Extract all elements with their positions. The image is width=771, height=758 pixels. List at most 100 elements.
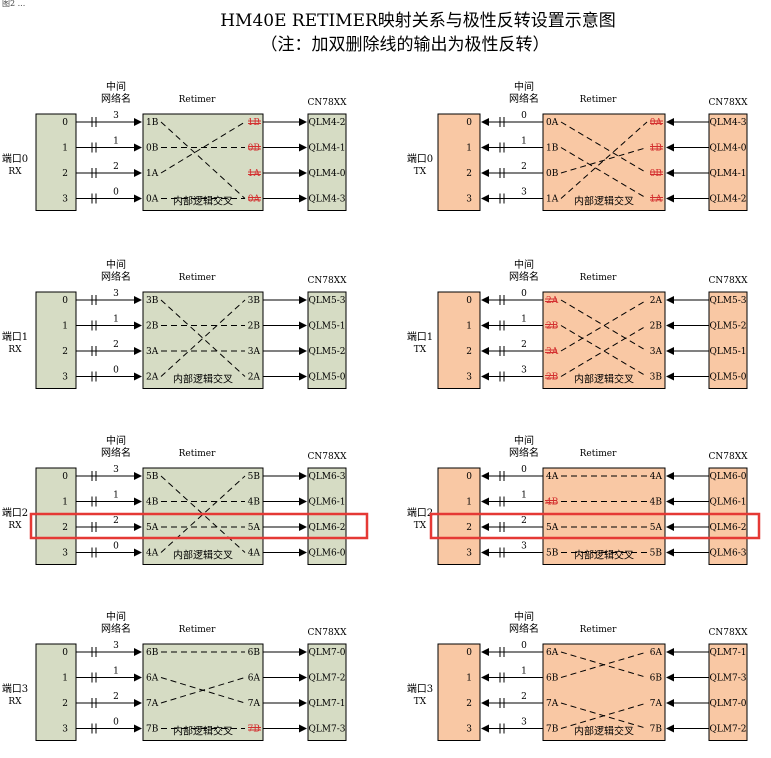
net-name: 2	[521, 692, 527, 702]
pin-label-right: 3B	[650, 373, 663, 383]
cross-line	[160, 299, 246, 377]
net-name: 0	[113, 188, 119, 198]
cross-line	[560, 325, 648, 377]
logic-label: 内部逻辑交叉	[173, 725, 233, 738]
pin-label-left: 6B	[146, 648, 159, 658]
pin-label-right: 5A	[650, 523, 663, 533]
cn78xx-box	[307, 467, 347, 565]
qlm-label: QLM4-0	[709, 144, 746, 154]
pin-label-right: 2B	[650, 322, 663, 332]
lane-number: 3	[62, 195, 68, 205]
retimer-box	[142, 291, 264, 389]
qlm-label: QLM6-2	[308, 523, 345, 533]
lane-number: 2	[62, 169, 68, 179]
pin-label-left: 0A	[546, 118, 559, 128]
middle-net-label2: 网络名	[101, 92, 131, 105]
pin-label-right: 7A	[650, 699, 663, 709]
qlm-label: QLM4-3	[709, 118, 746, 128]
qlm-label: QLM7-1	[308, 699, 345, 709]
pin-label-left: 7B	[146, 725, 159, 735]
retimer-label: Retimer	[179, 449, 216, 459]
port-box	[35, 467, 77, 565]
net-name: 3	[113, 465, 119, 475]
pin-label-left: 4B	[146, 498, 159, 508]
dir-label: RX	[8, 697, 22, 707]
middle-net-label2: 网络名	[509, 446, 539, 459]
qlm-label: QLM5-1	[709, 347, 746, 357]
pin-label-left: 1A	[146, 169, 159, 179]
middle-net-label2: 网络名	[101, 446, 131, 459]
pin-label-right: 4A	[650, 472, 663, 482]
lane-number: 1	[466, 144, 472, 154]
qlm-label: QLM7-1	[709, 648, 746, 658]
retimer-label: Retimer	[580, 273, 617, 283]
net-name: 2	[113, 162, 119, 172]
qlm-label: QLM7-0	[709, 699, 746, 709]
cn78xx-label: CN78XX	[708, 276, 748, 286]
lane-number: 1	[62, 144, 68, 154]
port-box	[437, 113, 481, 211]
port-label: 端口3	[2, 682, 28, 695]
middle-net-label: 中间	[106, 80, 126, 93]
qlm-label: QLM7-0	[308, 648, 345, 658]
port-label: 端口2	[407, 506, 433, 519]
retimer-box	[142, 643, 264, 741]
cross-line	[560, 325, 648, 377]
middle-net-label: 中间	[106, 610, 126, 623]
lane-number: 0	[466, 648, 472, 658]
retimer-box	[142, 467, 264, 565]
net-name: 3	[521, 366, 527, 376]
port-box	[437, 643, 481, 741]
dir-label: RX	[8, 345, 22, 355]
cross-line	[560, 299, 648, 352]
pin-label-left: 1A	[546, 195, 559, 205]
page-title: HM40E RETIMER映射关系与极性反转设置示意图	[220, 11, 616, 31]
lane-number: 3	[466, 195, 472, 205]
net-name: 0	[521, 289, 527, 299]
cn78xx-box	[708, 643, 748, 741]
pin-label-left: 4A	[546, 472, 559, 482]
net-name: 0	[521, 641, 527, 651]
lane-number: 3	[466, 549, 472, 559]
cn78xx-box	[708, 113, 748, 211]
middle-net-label2: 网络名	[101, 622, 131, 635]
cn78xx-box	[307, 113, 347, 211]
cn78xx-box	[307, 643, 347, 741]
pin-label-left: 7A	[546, 699, 559, 709]
cross-line	[160, 121, 246, 174]
pin-label-left: 3B	[146, 296, 159, 306]
retimer-label: Retimer	[179, 273, 216, 283]
pin-label-right: 5A	[248, 523, 261, 533]
cross-line	[560, 147, 648, 174]
net-name: 1	[521, 667, 527, 677]
pin-label-right: 3A	[248, 347, 261, 357]
pin-label-left: 2A	[146, 373, 159, 383]
middle-net-label: 中间	[514, 258, 534, 271]
port-box	[437, 291, 481, 389]
retimer-box	[542, 113, 666, 211]
port-label: 端口2	[2, 506, 28, 519]
net-name: 2	[521, 162, 527, 172]
retimer-label: Retimer	[580, 449, 617, 459]
pin-label-left: 1B	[546, 144, 559, 154]
pin-label-left: 0B	[546, 169, 559, 179]
caption-partial: 图2 ...	[2, 0, 25, 8]
qlm-label: QLM6-2	[709, 523, 746, 533]
port-label: 端口1	[407, 330, 433, 343]
cn78xx-label: CN78XX	[708, 628, 748, 638]
dir-label: TX	[414, 521, 427, 531]
highlight-rx-lane	[29, 512, 369, 540]
net-name: 3	[521, 718, 527, 728]
net-name: 3	[113, 641, 119, 651]
net-name: 1	[521, 315, 527, 325]
pin-label-left: 7B	[546, 725, 559, 735]
cross-line	[160, 677, 246, 704]
lane-number: 2	[62, 347, 68, 357]
cn78xx-label: CN78XX	[307, 452, 347, 462]
pin-label-left: 3A	[146, 347, 159, 357]
port-label: 端口3	[407, 682, 433, 695]
net-name: 1	[113, 315, 119, 325]
